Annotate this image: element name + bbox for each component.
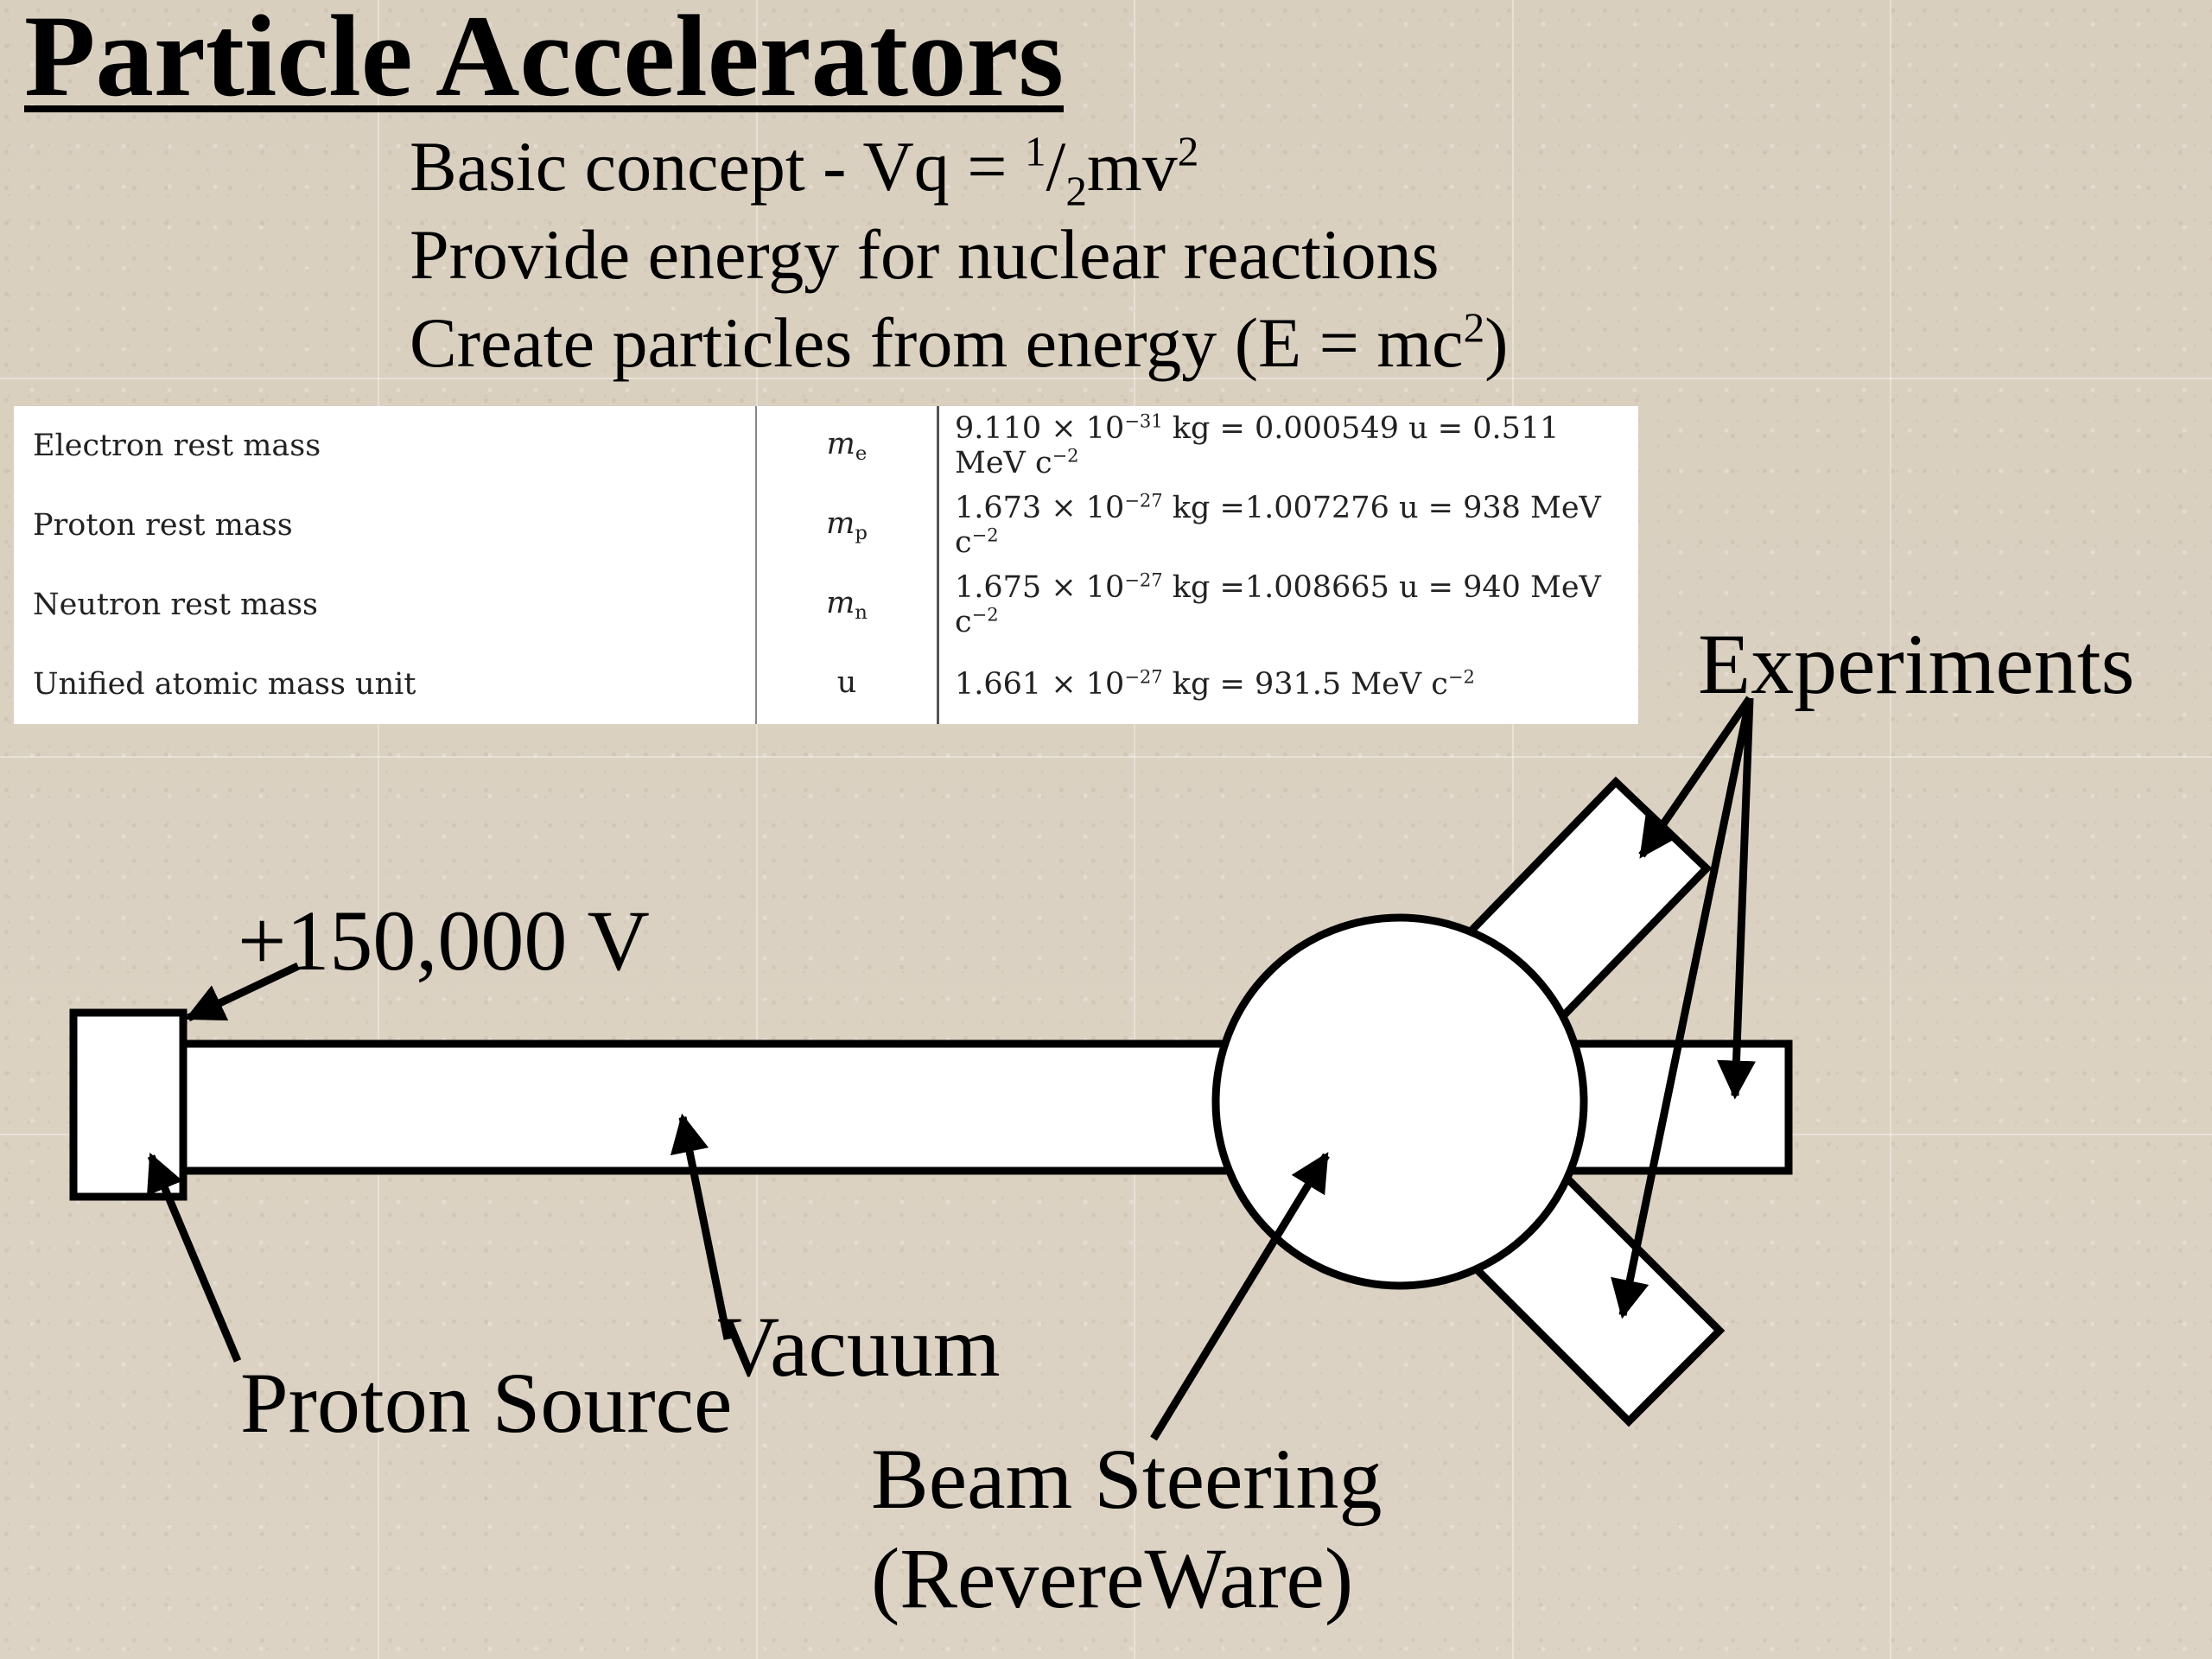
source-arrow [147, 1152, 242, 1363]
table-row: Unified atomic mass unit u 1.661 × 10−27… [14, 645, 1638, 724]
bullet-list: Basic concept - Vq = 1/2mv2 Provide ener… [410, 123, 1508, 387]
experiments-arrow-upper [1638, 696, 1753, 859]
vacuum-label: Vacuum [717, 1299, 1001, 1395]
constant-symbol: mp [756, 486, 939, 565]
table-row: Proton rest mass mp 1.673 × 10−27 kg =1.… [14, 486, 1638, 565]
table-row: Neutron rest mass mn 1.675 × 10−27 kg =1… [14, 565, 1638, 645]
experiments-arrow-lower [1611, 697, 1754, 1319]
bullet-basic-concept: Basic concept - Vq = 1/2mv2 [410, 127, 1199, 215]
constant-value: 1.661 × 10−27 kg = 931.5 MeV c−2 [955, 666, 1475, 702]
beam-steering-sublabel: (RevereWare) [871, 1530, 1353, 1626]
experiments-label: Experiments [1698, 616, 2134, 712]
constant-symbol: mn [756, 565, 939, 645]
constant-name: Proton rest mass [14, 486, 757, 565]
voltage-arrow [184, 962, 300, 1022]
constant-symbol: u [756, 645, 939, 724]
beam-steering-chamber [1211, 913, 1588, 1290]
table-row: Electron rest mass me 9.110 × 10−31 kg =… [14, 406, 1638, 486]
constant-value: 1.673 × 10−27 kg =1.007276 u = 938 MeV c… [955, 490, 1601, 560]
steering-arrow [1150, 1152, 1330, 1441]
constant-value: 1.675 × 10−27 kg =1.008665 u = 940 MeV c… [955, 569, 1601, 639]
experiments-arrow-middle [1717, 697, 1756, 1100]
bullet-provide-energy: Provide energy for nuclear reactions [410, 215, 1440, 294]
constant-value: 9.110 × 10−31 kg = 0.000549 u = 0.511 Me… [955, 410, 1560, 480]
proton-source-label: Proton Source [240, 1355, 732, 1451]
constants-table: Electron rest mass me 9.110 × 10−31 kg =… [14, 406, 1638, 724]
slide-title: Particle Accelerators [24, 0, 1065, 121]
beam-steering-label: Beam Steering [871, 1431, 1382, 1527]
constant-name: Electron rest mass [14, 406, 757, 486]
voltage-label: +150,000 V [238, 893, 650, 988]
vacuum-arrow [670, 1113, 732, 1340]
constant-symbol: me [756, 406, 939, 486]
bullet-create-particles: Create particles from energy (E = mc2) [410, 303, 1509, 382]
constant-name: Unified atomic mass unit [14, 645, 757, 724]
proton-source-box [69, 1008, 188, 1201]
constant-name: Neutron rest mass [14, 565, 757, 645]
